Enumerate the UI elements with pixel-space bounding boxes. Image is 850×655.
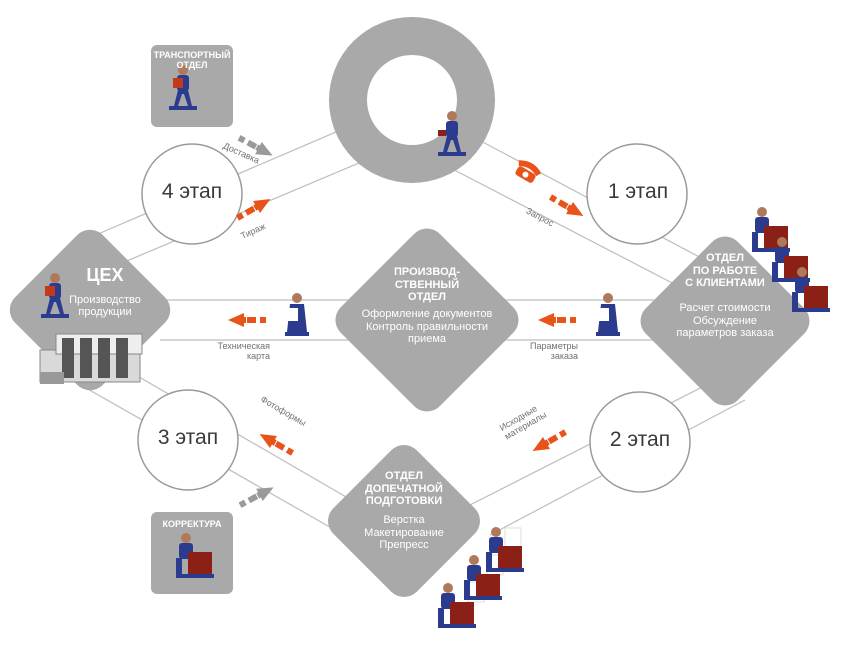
tech-card-arrow	[228, 313, 266, 327]
client-dept-title2: ПО РАБОТЕ	[692, 264, 758, 277]
telephone-icon	[515, 160, 542, 183]
stage3-circle	[137, 389, 239, 491]
prepress-line1: Верстка	[383, 513, 425, 526]
workshop-title: ЦЕХ	[86, 265, 124, 285]
stage2-label: 2 этап	[609, 428, 671, 451]
stage4-circle	[141, 143, 243, 245]
workshop-line1: Производство	[69, 293, 141, 306]
tech-card-label-line1: Техническая	[217, 341, 270, 351]
client-dept-text: ОТДЕЛ ПО РАБОТЕ С КЛИЕНТАМИ Расчет стоим…	[650, 252, 800, 340]
production-line2: Контроль правильности	[365, 320, 489, 333]
client-dept-line2: Обсуждение	[692, 314, 758, 327]
printing-press-icon	[39, 333, 143, 384]
stage3-label: 3 этап	[157, 426, 219, 449]
prepress-title2: ДОПЕЧАТНОЙ	[365, 482, 443, 495]
stage4-label: 4 этап	[161, 180, 223, 203]
production-title2: СТВЕННЫЙ	[394, 278, 460, 291]
films-arrow	[256, 427, 297, 460]
order-params-label-line2: заказа	[550, 351, 578, 361]
prepress-title3: ПОДГОТОВКИ	[365, 495, 443, 508]
prepress-line2: Макетирование	[364, 526, 444, 539]
production-title1: ПРОИЗВОД-	[393, 266, 461, 278]
client-dept-line1: Расчет стоимости	[679, 301, 771, 314]
prepress-title1: ОТДЕЛ	[385, 470, 423, 482]
tech-card-label: Техническая карта	[200, 341, 270, 361]
transport-title-line2: ОТДЕЛ	[176, 59, 208, 70]
client-dept-diamond	[640, 236, 810, 406]
source-arrow	[529, 425, 570, 458]
prepress-workers-icon	[438, 527, 524, 628]
order-params-label-line1: Параметры	[530, 341, 578, 351]
tech-card-label-line2: карта	[247, 351, 270, 361]
transport-title-line1: ТРАНСПОРТНЫЙ	[153, 50, 231, 60]
production-line1: Оформление документов	[361, 307, 493, 320]
order-params-label: Параметры заказа	[512, 341, 578, 361]
client-dept-title1: ОТДЕЛ	[706, 252, 744, 264]
production-diamond	[335, 228, 519, 412]
order-params-arrow	[538, 313, 576, 327]
transport-title: ТРАНСПОРТНЫЙ ОТДЕЛ	[151, 50, 233, 71]
stage-circles	[137, 143, 691, 493]
stage1-label: 1 этап	[607, 180, 669, 203]
client-ring	[329, 17, 495, 183]
client-label: КЛИЕНТ	[377, 90, 447, 109]
production-line3: приема	[407, 333, 447, 346]
prepress-line3: Препресс	[379, 539, 429, 552]
stage1-circle	[586, 143, 688, 245]
workshop-line2: продукции	[78, 306, 132, 319]
client-dept-line3: параметров заказа	[676, 327, 774, 340]
prepress-text: ОТДЕЛ ДОПЕЧАТНОЙ ПОДГОТОВКИ Верстка Маке…	[339, 470, 469, 552]
production-text: ПРОИЗВОД- СТВЕННЫЙ ОТДЕЛ Оформление доку…	[342, 266, 512, 346]
production-title3: ОТДЕЛ	[408, 291, 446, 304]
prepress-diamond	[328, 445, 480, 597]
workshop-text: ЦЕХ Производство продукции	[30, 265, 180, 319]
client-dept-title3: С КЛИЕНТАМИ	[685, 277, 765, 290]
proofreading-title: КОРРЕКТУРА	[162, 519, 222, 529]
stage2-circle	[589, 391, 691, 493]
